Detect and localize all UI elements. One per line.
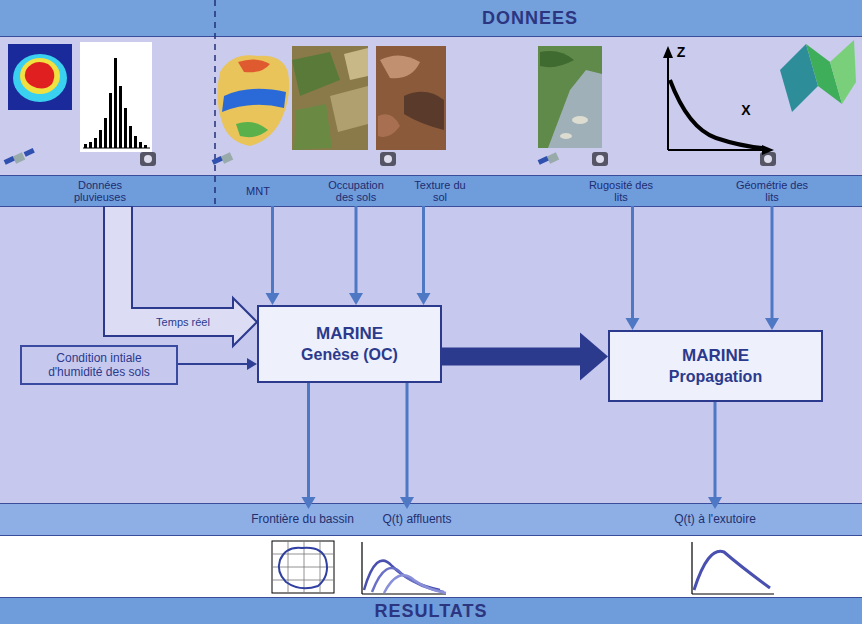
- connector: [178, 358, 257, 370]
- data-source-label: Rugosité des lits: [585, 176, 657, 206]
- hollow-arrow-outline: [118, 206, 234, 322]
- box-text: Q(t) affluents: [382, 512, 451, 526]
- box-text: Genèse (OC): [301, 344, 398, 365]
- box-heading: MARINE: [682, 345, 749, 366]
- river-photo: [538, 46, 602, 148]
- arrow-head: [417, 293, 431, 305]
- box-text: Condition intiale d'humidité des sols: [28, 351, 170, 379]
- connector: [302, 383, 316, 509]
- box-text: Rugosité des lits: [587, 179, 655, 203]
- dashed-divider: [214, 0, 216, 206]
- arrow-head: [708, 497, 722, 509]
- result-label: Frontière du bassin: [245, 509, 360, 529]
- land-use-photo: [292, 46, 368, 150]
- bed-profile-plot: [663, 46, 774, 155]
- connector-line: [178, 363, 248, 365]
- camera-icon: [380, 152, 396, 166]
- connector-line: [271, 206, 274, 294]
- section-heading: DONNEES: [482, 8, 578, 29]
- section-heading: RESULTATS: [375, 601, 488, 622]
- edge-label: Temps réel: [154, 316, 212, 328]
- result-label: Q(t) affluents: [372, 509, 462, 529]
- box-text: Géométrie des lits: [735, 179, 809, 203]
- axis-label: X: [741, 102, 750, 118]
- satellite-icon: [4, 148, 35, 165]
- data-source-label: Texture du sol: [405, 176, 475, 206]
- header-band: [0, 0, 862, 37]
- data-source-label: Données pluvieuses: [55, 176, 145, 206]
- rain-histogram: [80, 42, 152, 152]
- data-source-label: MNT: [228, 176, 288, 206]
- box-text: Occupation des sols: [320, 179, 392, 203]
- arrow-head: [400, 497, 414, 509]
- connector-line: [714, 402, 717, 498]
- box-text: Données pluvieuses: [57, 179, 143, 203]
- result-label: Q(t) à l'exutoire: [660, 509, 770, 529]
- axis-label: Z: [677, 44, 686, 60]
- basin-outline-chart: [272, 541, 334, 593]
- connector-line: [406, 383, 409, 498]
- camera-icon: [592, 152, 608, 166]
- soil-photo: [376, 46, 446, 150]
- model-box: MARINEGenèse (OC): [257, 305, 442, 383]
- tributary-hydrographs: [362, 542, 446, 594]
- connector: [349, 206, 363, 305]
- connector: [266, 206, 280, 305]
- connector: [400, 383, 414, 509]
- arrow-head: [302, 497, 316, 509]
- connector-line: [771, 206, 774, 319]
- arrow-head: [626, 318, 640, 330]
- box-text: MNT: [246, 185, 270, 197]
- arrow-head: [233, 298, 257, 346]
- satellite-icon: [212, 152, 234, 165]
- connector: [118, 206, 257, 346]
- dem-map: [217, 55, 289, 146]
- connector-line: [442, 348, 581, 366]
- box-heading: MARINE: [316, 323, 383, 344]
- satellite-icon: [538, 152, 560, 165]
- initial-condition-box: Condition intiale d'humidité des sols: [20, 345, 178, 385]
- radar-image: [8, 44, 72, 110]
- box-text: Q(t) à l'exutoire: [674, 512, 756, 526]
- connector: [765, 206, 779, 330]
- outlet-hydrograph: [692, 542, 774, 594]
- connector-line: [307, 383, 310, 498]
- arrow-head: [247, 358, 257, 370]
- connector-line: [631, 206, 634, 319]
- box-text: Propagation: [669, 366, 762, 387]
- hollow-arrow-fill: [118, 207, 236, 322]
- camera-icon: [140, 152, 156, 166]
- data-source-label: Occupation des sols: [318, 176, 394, 206]
- bed-geometry-shape: [780, 40, 856, 112]
- box-text: Texture du sol: [407, 179, 473, 203]
- arrow-head: [580, 333, 608, 381]
- arrow-head: [765, 318, 779, 330]
- arrow-head: [349, 293, 363, 305]
- box-text: Frontière du bassin: [251, 512, 354, 526]
- connector: [626, 206, 640, 330]
- connector: [708, 402, 722, 509]
- connector: [442, 333, 608, 381]
- connector-line: [422, 206, 425, 294]
- connector: [417, 206, 431, 305]
- data-source-label: Géométrie des lits: [733, 176, 811, 206]
- model-box: MARINEPropagation: [608, 330, 823, 402]
- connector-line: [355, 206, 358, 294]
- arrow-head: [266, 293, 280, 305]
